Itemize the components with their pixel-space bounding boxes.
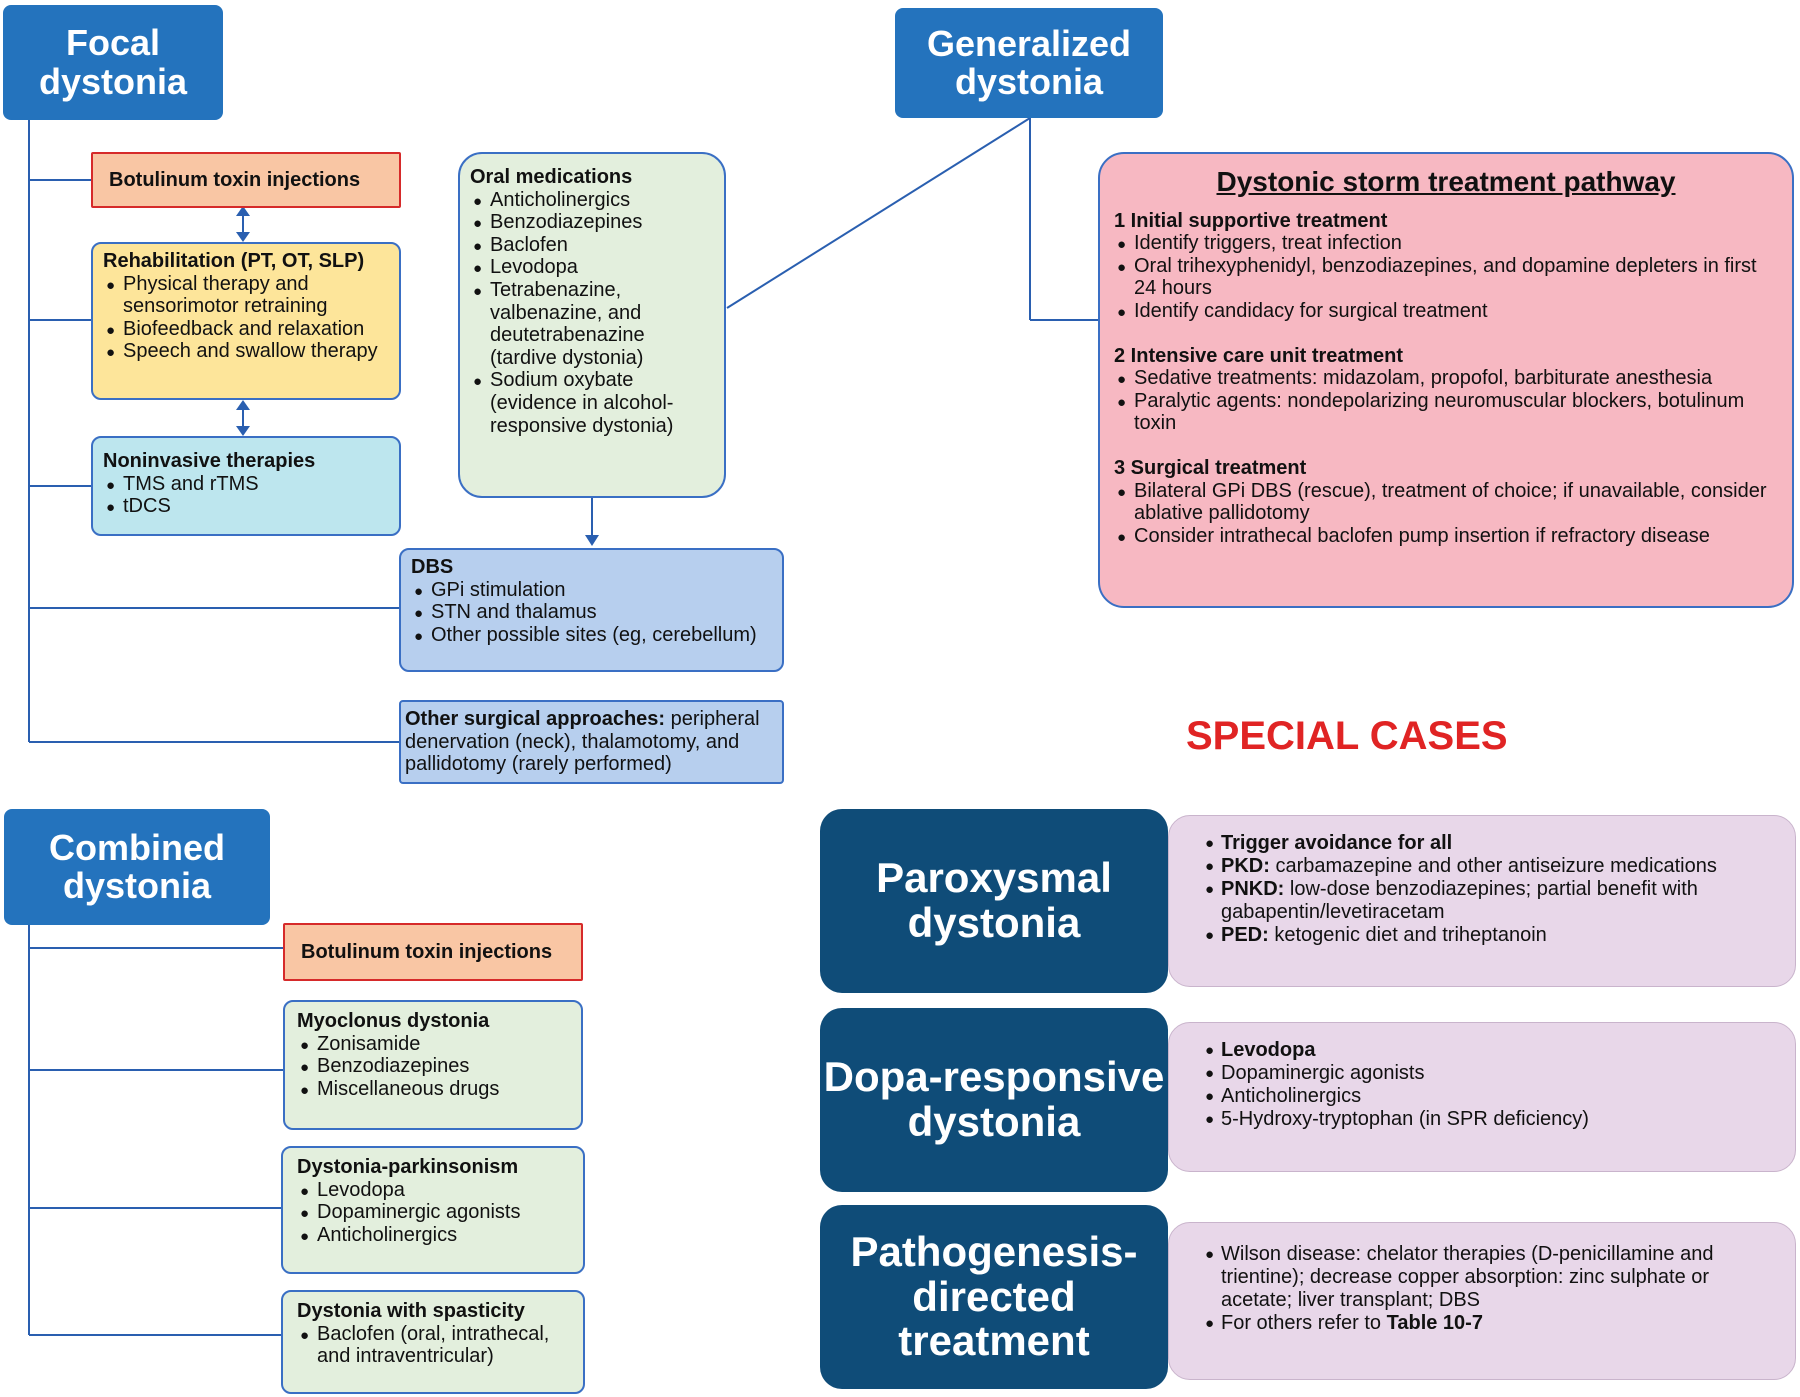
list-item: Oral trihexyphenidyl, benzodiazepines, a…	[1114, 255, 1778, 300]
list-item: STN and thalamus	[411, 601, 772, 627]
list-item: Sedative treatments: midazolam, propofol…	[1114, 367, 1778, 393]
list-item: Sodium oxybate (evidence in alcohol-resp…	[470, 369, 714, 437]
list-item: Dopaminergic agonists	[297, 1201, 569, 1227]
combined-dystonia-header: Combined dystonia	[4, 809, 270, 925]
list-item: Identify candidacy for surgical treatmen…	[1114, 300, 1778, 326]
dopa-details: Levodopa Dopaminergic agonists Anticholi…	[1168, 1022, 1796, 1172]
list-item: Zonisamide	[297, 1033, 569, 1059]
list-item: Trigger avoidance for all	[1205, 832, 1777, 856]
list-item: Benzodiazepines	[470, 211, 714, 237]
dbs-title: DBS	[411, 556, 454, 578]
parkinsonism-title: Dystonia-parkinsonism	[297, 1156, 519, 1178]
parkinsonism-box: Dystonia-parkinsonism Levodopa Dopaminer…	[281, 1146, 585, 1274]
list-item: Consider intrathecal baclofen pump inser…	[1114, 525, 1778, 551]
storm-section-heading: 3 Surgical treatment	[1114, 456, 1307, 479]
focal-botulinum-box: Botulinum toxin injections	[91, 152, 401, 208]
list-item: 5-Hydroxy-tryptophan (in SPR deficiency)	[1205, 1108, 1777, 1132]
rehabilitation-box: Rehabilitation (PT, OT, SLP) Physical th…	[91, 242, 401, 400]
noninvasive-title: Noninvasive therapies	[103, 450, 316, 472]
list-item: Baclofen	[470, 234, 714, 260]
generalized-dystonia-header: Generalized dystonia	[895, 8, 1163, 118]
noninvasive-box: Noninvasive therapies TMS and rTMS tDCS	[91, 436, 401, 536]
list-item: For others refer to Table 10-7	[1205, 1312, 1777, 1336]
storm-section-heading: 2 Intensive care unit treatment	[1114, 344, 1403, 367]
special-cases-title: SPECIAL CASES	[1186, 714, 1508, 758]
list-item: Benzodiazepines	[297, 1055, 569, 1081]
other-surgical-box: Other surgical approaches: peripheral de…	[399, 700, 784, 784]
list-item: Speech and swallow therapy	[103, 340, 389, 366]
list-item: Levodopa	[297, 1179, 569, 1205]
list-item: GPi stimulation	[411, 579, 772, 605]
oral-medications-title: Oral medications	[470, 166, 633, 188]
other-surgical-label: Other surgical approaches:	[405, 708, 666, 730]
dopa-responsive-label: Dopa-responsive dystonia	[820, 1008, 1168, 1192]
list-item: Dopaminergic agonists	[1205, 1062, 1777, 1086]
focal-dystonia-header: Focal dystonia	[3, 5, 223, 120]
list-item: Biofeedback and relaxation	[103, 318, 389, 344]
list-item: Miscellaneous drugs	[297, 1078, 569, 1104]
list-item: TMS and rTMS	[103, 473, 389, 499]
list-item: PED: ketogenic diet and triheptanoin	[1205, 924, 1777, 948]
list-item: Identify triggers, treat infection	[1114, 232, 1778, 258]
list-item: Baclofen (oral, intrathecal, and intrave…	[297, 1323, 569, 1368]
other-surgical-text: peripheral denervation (neck), thalamoto…	[405, 708, 760, 776]
list-item: PNKD: low-dose benzodiazepines; partial …	[1205, 878, 1777, 924]
oral-medications-box: Oral medications Anticholinergics Benzod…	[458, 152, 726, 498]
list-item: PKD: carbamazepine and other antiseizure…	[1205, 855, 1777, 879]
myoclonus-box: Myoclonus dystonia Zonisamide Benzodiaze…	[283, 1000, 583, 1130]
list-item: Tetrabenazine, valbenazine, and deutetra…	[470, 279, 714, 369]
pathogenesis-label: Pathogenesis-directed treatment	[820, 1205, 1168, 1389]
list-item: Other possible sites (eg, cerebellum)	[411, 624, 772, 650]
spasticity-box: Dystonia with spasticity Baclofen (oral,…	[281, 1290, 585, 1394]
storm-section-heading: 1 Initial supportive treatment	[1114, 209, 1388, 232]
list-item: Anticholinergics	[1205, 1085, 1777, 1109]
list-item: Paralytic agents: nondepolarizing neurom…	[1114, 390, 1778, 435]
dbs-box: DBS GPi stimulation STN and thalamus Oth…	[399, 548, 784, 672]
pathogenesis-details: Wilson disease: chelator therapies (D-pe…	[1168, 1222, 1796, 1380]
combined-botulinum-box: Botulinum toxin injections	[283, 923, 583, 981]
list-item: Anticholinergics	[297, 1224, 569, 1250]
list-item: Physical therapy and sensorimotor retrai…	[103, 273, 389, 318]
paroxysmal-label: Paroxysmal dystonia	[820, 809, 1168, 993]
dystonic-storm-title: Dystonic storm treatment pathway	[1216, 166, 1676, 197]
myoclonus-title: Myoclonus dystonia	[297, 1010, 490, 1032]
list-item: Levodopa	[1205, 1039, 1777, 1063]
list-item: Levodopa	[470, 256, 714, 282]
paroxysmal-details: Trigger avoidance for all PKD: carbamaze…	[1168, 815, 1796, 987]
list-item: tDCS	[103, 495, 389, 521]
list-item: Bilateral GPi DBS (rescue), treatment of…	[1114, 480, 1778, 525]
list-item: Anticholinergics	[470, 189, 714, 215]
spasticity-title: Dystonia with spasticity	[297, 1300, 525, 1322]
list-item: Wilson disease: chelator therapies (D-pe…	[1205, 1243, 1777, 1312]
rehabilitation-title: Rehabilitation (PT, OT, SLP)	[103, 250, 365, 272]
dystonic-storm-box: Dystonic storm treatment pathway 1 Initi…	[1098, 152, 1794, 608]
